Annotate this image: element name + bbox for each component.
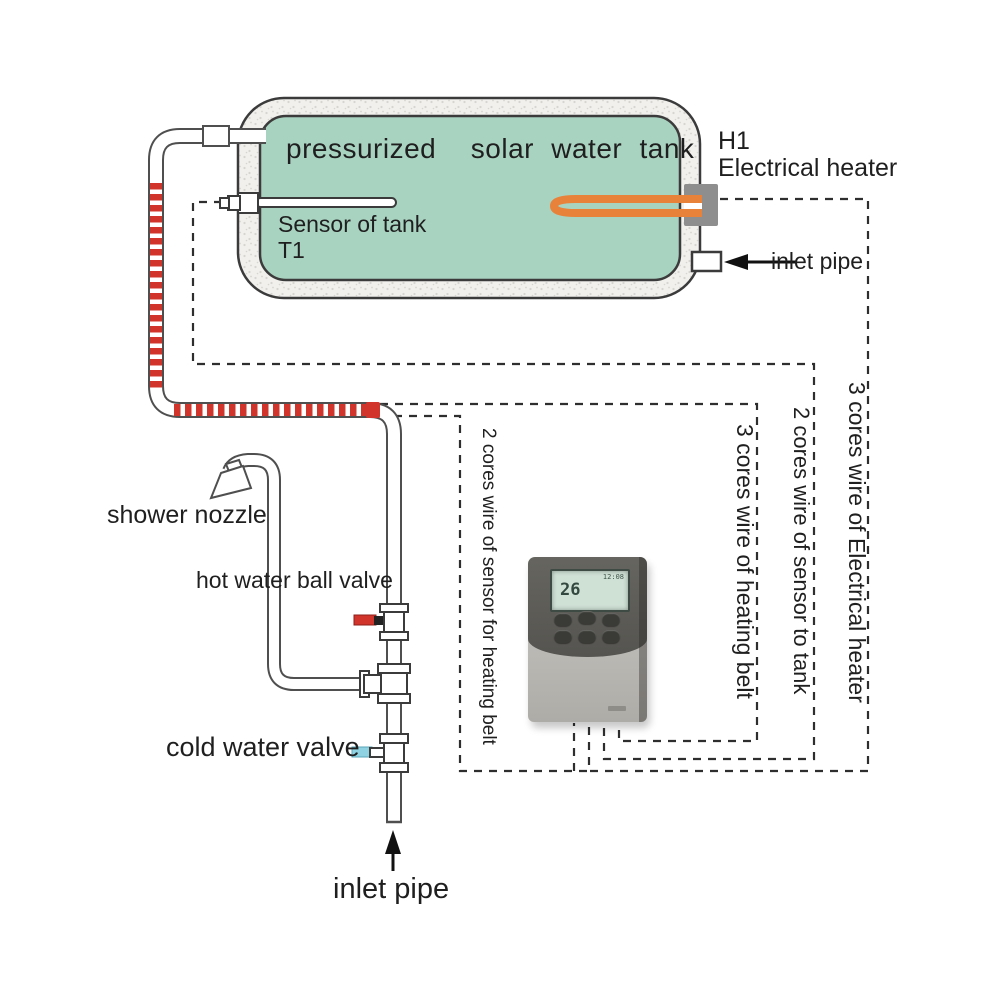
wire-heating-belt — [380, 402, 759, 743]
label-inlet-pipe-right: inlet pipe — [771, 248, 864, 274]
label-hot-water-ball-valve: hot water ball valve — [196, 567, 393, 593]
controller-keypad — [554, 611, 622, 647]
heating-belt — [150, 183, 380, 418]
tee-fitting — [359, 663, 411, 704]
controller-lcd: 26 12:08 — [550, 569, 630, 612]
tank-sensor — [219, 192, 397, 214]
solar-controller: 26 12:08 — [528, 557, 647, 722]
controller-button — [602, 630, 620, 643]
inlet-arrow-right — [724, 254, 796, 270]
wire-label-sensor-to-tank: 2 cores wire of sensor to tank — [789, 407, 814, 695]
lcd-temperature-value: 26 — [560, 580, 581, 600]
label-sensor-t1: T1 — [278, 237, 305, 263]
inlet-arrow-bottom — [385, 830, 401, 871]
label-cold-water-valve: cold water valve — [166, 732, 360, 762]
wire-label-electrical-heater: 3 cores wire of Electrical heater — [844, 382, 870, 703]
wire-label-heating-belt: 3 cores wire of heating belt — [732, 424, 758, 699]
wire-electrical-heater — [587, 197, 870, 773]
controller-brand-mark — [608, 706, 626, 711]
label-h1: H1 — [718, 127, 750, 155]
hot-water-ball-valve — [353, 603, 409, 641]
heating-belt-end-cap — [366, 402, 380, 418]
hot-water-pipe — [148, 125, 402, 824]
controller-button — [554, 613, 572, 626]
controller-button — [578, 630, 596, 643]
pipe-coupling — [202, 125, 230, 147]
electrical-heater-element — [549, 184, 718, 226]
valve-handle-stem — [374, 616, 388, 625]
label-electrical-heater: Electrical heater — [718, 154, 898, 182]
controller-side-bevel — [639, 557, 647, 722]
sensor-probe — [255, 197, 397, 208]
controller-button — [578, 611, 596, 624]
controller-button — [602, 613, 620, 626]
cold-water-valve — [351, 733, 409, 773]
wire-sensor-to-tank — [191, 200, 816, 761]
lcd-time-value: 12:08 — [602, 573, 624, 581]
shower-head — [209, 458, 253, 500]
heater-u-tube — [549, 195, 702, 217]
wire-label-sensor-for-heating-belt: 2 cores wire of sensor for heating belt — [478, 428, 499, 745]
label-inlet-pipe-bottom: inlet pipe — [333, 873, 450, 905]
valve-handle-red — [353, 614, 377, 626]
controller-button — [554, 630, 572, 643]
controller-wiring — [191, 197, 870, 773]
tank-inlet-stub — [690, 250, 723, 273]
label-shower-nozzle: shower nozzle — [107, 501, 267, 529]
wire-sensor-for-heating-belt — [379, 414, 589, 773]
tank-title: pressurized solar water tank — [286, 133, 695, 164]
label-sensor-of-tank: Sensor of tank — [278, 211, 427, 237]
